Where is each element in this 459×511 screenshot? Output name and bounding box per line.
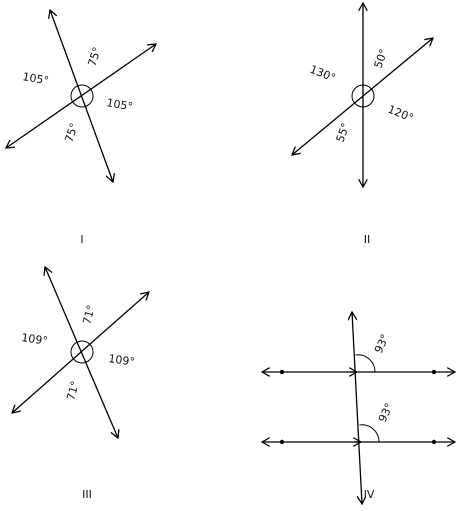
angle-label-top: 75° bbox=[85, 45, 103, 68]
angle-label-top: 50° bbox=[372, 47, 391, 70]
line-shallow bbox=[6, 44, 156, 148]
line-shallow bbox=[12, 292, 149, 413]
angle-label-upper: 93° bbox=[372, 332, 392, 355]
angle-label-bottom: 55° bbox=[334, 121, 353, 144]
angle-label-bottom: 71° bbox=[64, 380, 82, 402]
vertex-circle bbox=[70, 84, 94, 108]
angle-label-left: 130° bbox=[308, 63, 337, 85]
panel-1: 75° 105° 105° 75° I bbox=[6, 10, 156, 246]
angle-arc-lower bbox=[359, 424, 380, 443]
panel-2: 50° 130° 120° 55° II bbox=[292, 3, 433, 246]
panel-caption: IV bbox=[364, 488, 375, 501]
panel-caption: I bbox=[80, 233, 83, 246]
line-steep bbox=[45, 267, 118, 438]
angle-label-left: 109° bbox=[21, 331, 49, 348]
point-upper-right bbox=[431, 369, 437, 375]
panel-caption: III bbox=[82, 488, 92, 501]
angle-label-top: 71° bbox=[80, 304, 98, 326]
panel-4: 93° 93° IV bbox=[262, 312, 455, 504]
angle-label-bottom: 75° bbox=[62, 121, 80, 144]
line-transversal bbox=[352, 312, 362, 504]
point-lower-right bbox=[431, 439, 437, 445]
angle-label-right: 109° bbox=[108, 352, 136, 369]
vertex-circle bbox=[70, 340, 94, 364]
vertex-circle bbox=[351, 84, 375, 108]
line-diagonal bbox=[292, 38, 433, 155]
point-lower-left bbox=[279, 439, 285, 445]
angle-label-right: 105° bbox=[105, 96, 133, 113]
panel-caption: II bbox=[364, 233, 371, 246]
angle-label-lower: 93° bbox=[376, 401, 396, 424]
point-upper-left bbox=[279, 369, 285, 375]
angle-label-left: 105° bbox=[21, 70, 49, 87]
panel-3: 71° 109° 109° 71° III bbox=[12, 267, 149, 501]
angle-label-right: 120° bbox=[386, 103, 415, 125]
angle-arc-upper bbox=[355, 354, 376, 373]
